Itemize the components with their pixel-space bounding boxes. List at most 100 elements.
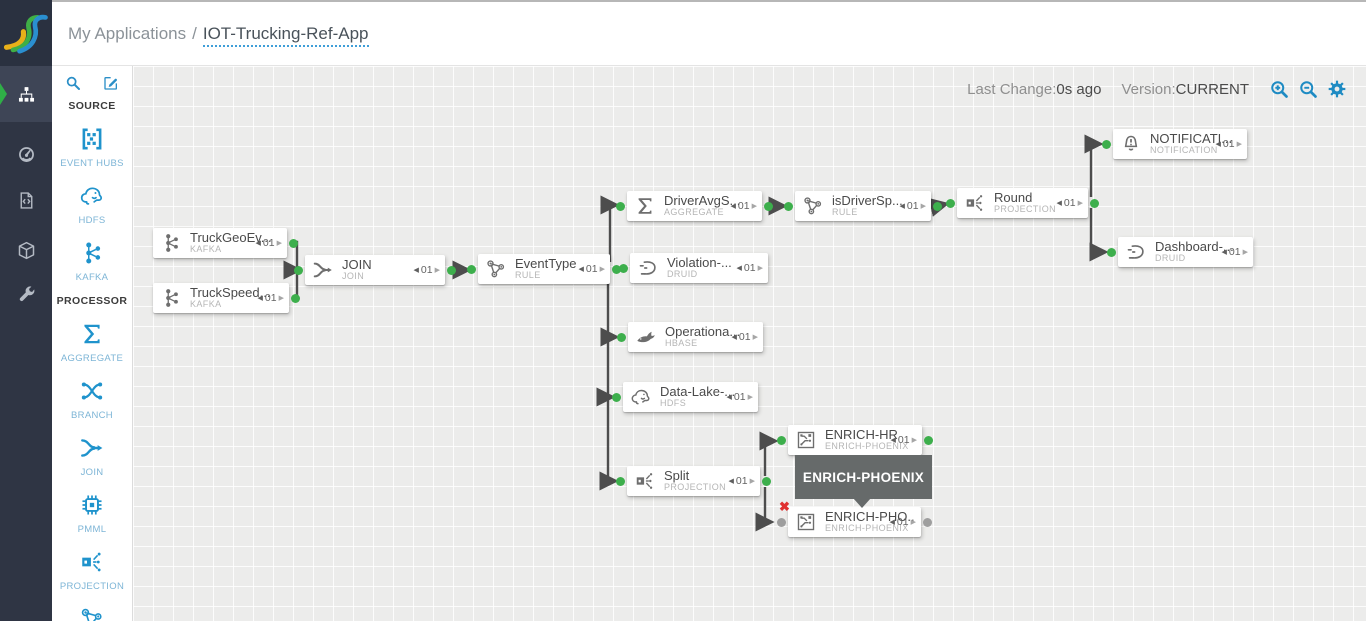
parallelism-badge[interactable]: ◀01▶ [414,264,440,276]
increment-icon[interactable]: ▶ [276,239,282,247]
increment-icon[interactable]: ▶ [1242,248,1248,256]
search-icon[interactable] [65,75,81,91]
nav-item-topology[interactable] [0,66,52,122]
increment-icon[interactable]: ▶ [747,393,753,401]
nav-item-model-registry[interactable] [0,224,52,276]
input-connector[interactable] [777,435,786,445]
increment-icon[interactable]: ▶ [751,202,757,210]
increment-icon[interactable]: ▶ [278,294,284,302]
increment-icon[interactable]: ▶ [757,264,763,272]
input-connector[interactable] [612,392,621,402]
parallelism-badge[interactable]: ◀01▶ [890,516,916,528]
node-notification[interactable]: NOTIFICATI...NOTIFICATION◀01▶ [1102,129,1247,159]
input-connector[interactable] [784,201,793,211]
input-connector[interactable] [777,517,786,527]
increment-icon[interactable]: ▶ [752,333,758,341]
decrement-icon[interactable]: ◀ [1221,248,1227,256]
parallelism-badge[interactable]: ◀01▶ [731,200,757,212]
palette-item-rule[interactable] [52,606,132,621]
zoom-in-icon[interactable] [1269,79,1289,99]
output-connector[interactable] [933,201,942,211]
node-violation[interactable]: Violation-...DRUID◀01▶ [619,253,768,283]
node-isdriversp[interactable]: isDriverSp...RULE◀01▶ [784,191,942,221]
nav-item-metrics[interactable] [0,128,52,180]
input-connector[interactable] [946,198,955,208]
output-connector[interactable] [924,435,933,445]
output-connector[interactable] [612,264,621,274]
parallelism-badge[interactable]: ◀01▶ [1222,246,1248,258]
input-connector[interactable] [1107,247,1116,257]
increment-icon[interactable]: ▶ [434,266,440,274]
edit-icon[interactable] [103,75,119,91]
topology-canvas[interactable]: Last Change:0s ago Version:CURRENT Truck… [133,66,1366,621]
parallelism-badge[interactable]: ◀01▶ [891,434,917,446]
output-connector[interactable] [447,265,456,275]
breadcrumb-root[interactable]: My Applications [68,23,187,43]
decrement-icon[interactable]: ◀ [726,393,732,401]
decrement-icon[interactable]: ◀ [890,436,896,444]
palette-item-branch[interactable]: BRANCH [52,378,132,421]
parallelism-badge[interactable]: ◀01▶ [727,391,753,403]
parallelism-badge[interactable]: ◀01▶ [732,331,758,343]
node-truckspeed[interactable]: TruckSpeed...KAFKA◀01▶ [153,283,300,313]
input-connector[interactable] [616,201,625,211]
output-connector[interactable] [762,476,771,486]
zoom-out-icon[interactable] [1298,79,1318,99]
gear-icon[interactable] [1327,79,1347,99]
node-dashboard[interactable]: Dashboard-...DRUID◀01▶ [1107,237,1253,267]
breadcrumb-app-name[interactable]: IOT-Trucking-Ref-App [202,23,369,47]
parallelism-badge[interactable]: ◀01▶ [579,263,605,275]
decrement-icon[interactable]: ◀ [413,266,419,274]
parallelism-badge[interactable]: ◀01▶ [1057,197,1083,209]
increment-icon[interactable]: ▶ [749,477,755,485]
decrement-icon[interactable]: ◀ [899,202,905,210]
node-truckgeo[interactable]: TruckGeoEv...KAFKA◀01▶ [153,228,298,258]
decrement-icon[interactable]: ◀ [1215,140,1221,148]
decrement-icon[interactable]: ◀ [728,477,734,485]
parallelism-badge[interactable]: ◀01▶ [258,292,284,304]
output-connector[interactable] [1090,198,1099,208]
parallelism-badge[interactable]: ◀01▶ [1216,138,1242,150]
palette-item-kafka[interactable]: KAFKA [52,240,132,283]
increment-icon[interactable]: ▶ [920,202,926,210]
parallelism-badge[interactable]: ◀01▶ [729,475,755,487]
decrement-icon[interactable]: ◀ [578,265,584,273]
input-connector[interactable] [294,265,303,275]
nav-item-configuration[interactable] [0,268,52,320]
palette-item-hdfs[interactable]: HDFS [52,183,132,226]
palette-item-join[interactable]: JOIN [52,435,132,478]
increment-icon[interactable]: ▶ [1236,140,1242,148]
parallelism-badge[interactable]: ◀01▶ [256,237,282,249]
decrement-icon[interactable]: ◀ [730,202,736,210]
output-connector[interactable] [291,293,300,303]
parallelism-badge[interactable]: ◀01▶ [900,200,926,212]
decrement-icon[interactable]: ◀ [255,239,261,247]
node-enrichpho[interactable]: ENRICH-PHO..ENRICH-PHOENIX◀01▶ [777,507,932,537]
decrement-icon[interactable]: ◀ [889,518,895,526]
output-connector[interactable] [764,201,773,211]
decrement-icon[interactable]: ◀ [731,333,737,341]
decrement-icon[interactable]: ◀ [257,294,263,302]
decrement-icon[interactable]: ◀ [1056,199,1062,207]
node-operationa[interactable]: Operationa...HBASE◀01▶ [617,322,763,352]
input-connector[interactable] [617,332,626,342]
palette-item-pmml[interactable]: PMML [52,492,132,535]
increment-icon[interactable]: ▶ [599,265,605,273]
palette-item-event-hubs[interactable]: EVENT HUBS [52,126,132,169]
nav-item-custom-processor[interactable] [0,174,52,226]
node-driveravg[interactable]: DriverAvgS...AGGREGATE◀01▶ [616,191,773,221]
output-connector[interactable] [289,238,298,248]
decrement-icon[interactable]: ◀ [736,264,742,272]
palette-item-aggregate[interactable]: AGGREGATE [52,321,132,364]
output-connector[interactable] [923,517,932,527]
increment-icon[interactable]: ▶ [910,518,916,526]
increment-icon[interactable]: ▶ [911,436,917,444]
increment-icon[interactable]: ▶ [1077,199,1083,207]
node-datalake[interactable]: Data-Lake-...HDFS◀01▶ [612,382,758,412]
input-connector[interactable] [616,476,625,486]
parallelism-badge[interactable]: ◀01▶ [737,262,763,274]
